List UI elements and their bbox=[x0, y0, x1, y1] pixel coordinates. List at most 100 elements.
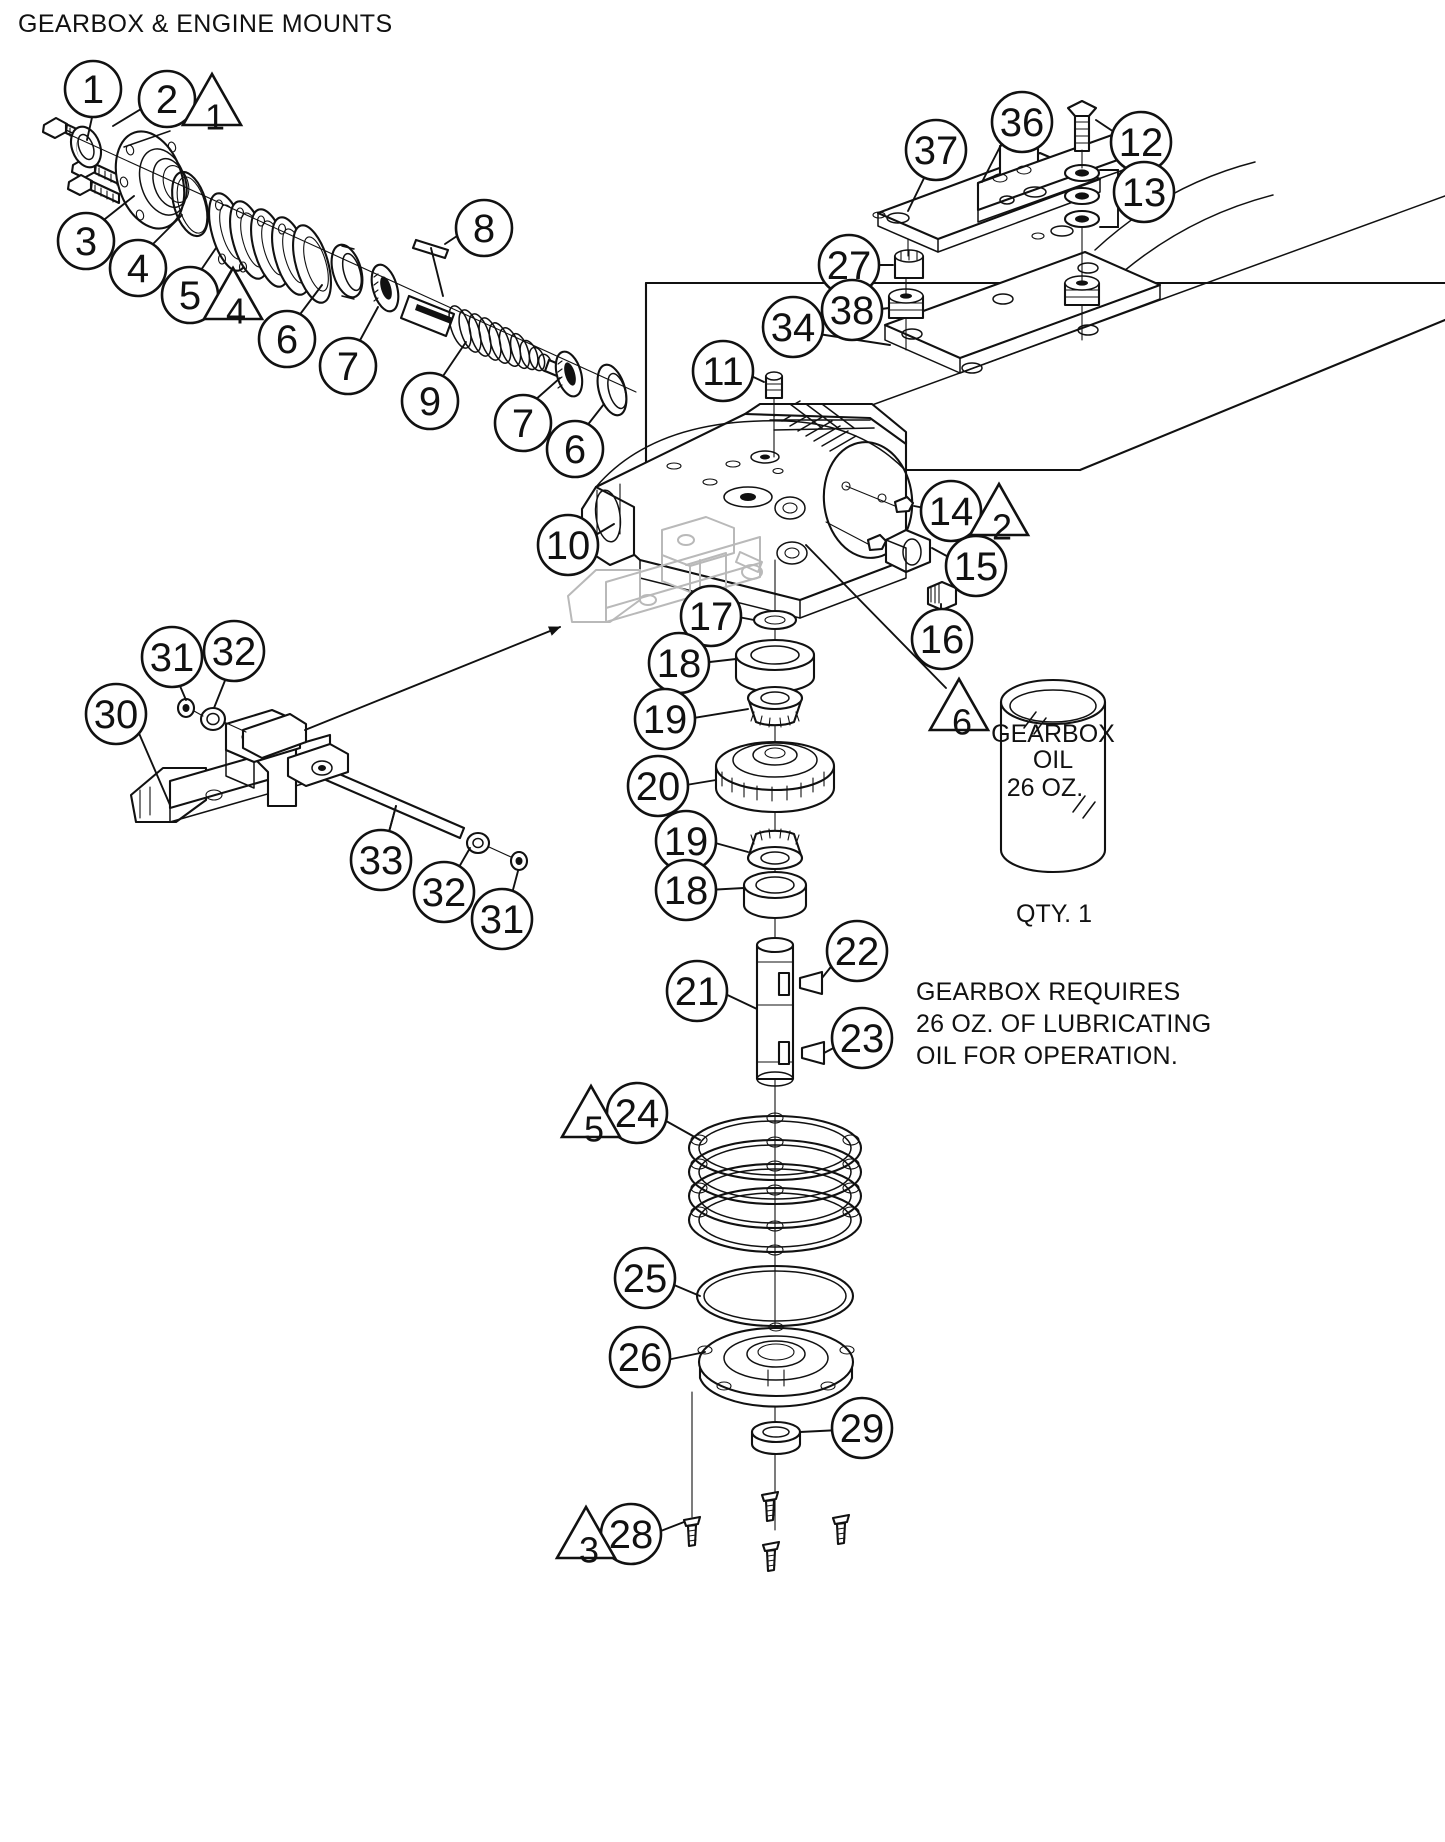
triangle-note-6[interactable]: 6 bbox=[927, 676, 991, 743]
callout-balloon-26[interactable]: 26 bbox=[608, 1325, 672, 1389]
balloon-circle bbox=[545, 419, 605, 479]
callout-balloon-9[interactable]: 9 bbox=[400, 371, 460, 431]
part-19-bearing-cone bbox=[746, 685, 804, 728]
part-38-grommet bbox=[887, 288, 925, 320]
output-shaft-stack bbox=[682, 559, 863, 1573]
balloon-circle bbox=[691, 339, 755, 403]
balloon-label: 29 bbox=[840, 1407, 885, 1451]
part-29-seal bbox=[750, 1420, 802, 1456]
callout-balloon-7[interactable]: 7 bbox=[493, 393, 553, 453]
callout-balloon-33[interactable]: 33 bbox=[349, 828, 413, 892]
balloon-circle bbox=[613, 1246, 677, 1310]
balloon-circle bbox=[349, 828, 413, 892]
balloon-circle bbox=[202, 619, 266, 683]
part-32-spacer bbox=[199, 706, 227, 732]
callout-balloon-4[interactable]: 4 bbox=[108, 238, 168, 298]
callout-balloon-11[interactable]: 11 bbox=[691, 339, 755, 403]
callout-balloon-28[interactable]: 28 bbox=[599, 1502, 663, 1566]
part-24-gasket-stack bbox=[687, 1112, 863, 1256]
callout-balloon-15[interactable]: 15 bbox=[944, 534, 1008, 598]
part-14-bolt bbox=[845, 485, 915, 514]
callout-balloon-32[interactable]: 32 bbox=[412, 860, 476, 924]
callout-balloon-37[interactable]: 37 bbox=[904, 118, 968, 182]
callout-balloon-10[interactable]: 10 bbox=[536, 513, 600, 577]
callout-balloon-21[interactable]: 21 bbox=[665, 959, 729, 1023]
callout-balloon-25[interactable]: 25 bbox=[613, 1246, 677, 1310]
balloon-label: 17 bbox=[689, 595, 734, 639]
callout-balloon-16[interactable]: 16 bbox=[910, 607, 974, 671]
triangle-note-4[interactable]: 4 bbox=[201, 265, 265, 332]
callout-balloon-6[interactable]: 6 bbox=[257, 309, 317, 369]
callout-balloon-34[interactable]: 34 bbox=[761, 295, 825, 359]
balloon-circle bbox=[904, 118, 968, 182]
oil-can-line2: OIL bbox=[1033, 746, 1073, 774]
callout-balloon-17[interactable]: 17 bbox=[679, 584, 743, 648]
part-18-bearing-cup bbox=[734, 638, 816, 694]
triangle-label: 6 bbox=[952, 702, 972, 743]
part-28-screw bbox=[761, 1540, 781, 1573]
callout-balloon-19[interactable]: 19 bbox=[633, 687, 697, 751]
part-23-key bbox=[800, 1040, 826, 1066]
callout-balloon-18[interactable]: 18 bbox=[654, 858, 718, 922]
triangle-outline bbox=[967, 481, 1031, 537]
callout-balloon-14[interactable]: 14 bbox=[919, 479, 983, 543]
balloon-label: 4 bbox=[127, 247, 149, 291]
part-4-oring bbox=[171, 170, 209, 238]
balloon-circle bbox=[608, 1325, 672, 1389]
callout-balloon-3[interactable]: 3 bbox=[56, 211, 116, 271]
triangle-note-5[interactable]: 5 bbox=[559, 1083, 623, 1150]
part-20-ring-gear bbox=[714, 740, 836, 814]
balloon-label: 38 bbox=[830, 289, 875, 333]
callout-balloon-7[interactable]: 7 bbox=[318, 336, 378, 396]
part-28-screw bbox=[682, 1391, 702, 1548]
callout-balloon-29[interactable]: 29 bbox=[830, 1396, 894, 1460]
part-6-bushing bbox=[330, 243, 364, 300]
disc bbox=[292, 224, 332, 304]
callout-balloon-2[interactable]: 2 bbox=[137, 69, 197, 129]
callout-balloon-22[interactable]: 22 bbox=[825, 919, 889, 983]
callout-balloon-36[interactable]: 36 bbox=[990, 90, 1054, 154]
part-15-fitting bbox=[884, 528, 932, 574]
callout-balloon-31[interactable]: 31 bbox=[470, 887, 534, 951]
hub-screw bbox=[66, 173, 121, 205]
balloon-circle bbox=[470, 887, 534, 951]
callout-balloon-32[interactable]: 32 bbox=[202, 619, 266, 683]
balloon-label: 20 bbox=[636, 765, 681, 809]
callout-balloon-38[interactable]: 38 bbox=[820, 278, 884, 342]
triangle-note-3[interactable]: 3 bbox=[554, 1504, 618, 1571]
triangle-note-2[interactable]: 2 bbox=[967, 481, 1031, 548]
callout-balloon-19[interactable]: 19 bbox=[654, 809, 718, 873]
callout-balloon-18[interactable]: 18 bbox=[647, 631, 711, 695]
balloon-label: 12 bbox=[1119, 121, 1164, 165]
part-5-disc-stack bbox=[208, 192, 332, 304]
part-8-roll-pin bbox=[411, 238, 450, 297]
part-28-screw bbox=[831, 1513, 851, 1546]
engine-mount-group bbox=[644, 99, 1445, 472]
callout-balloon-8[interactable]: 8 bbox=[454, 198, 514, 258]
triangle-note-1[interactable]: 1 bbox=[180, 71, 244, 138]
callout-balloon-13[interactable]: 13 bbox=[1112, 160, 1176, 224]
note-line-2: 26 OZ. OF LUBRICATING bbox=[916, 1010, 1212, 1038]
balloon-circle bbox=[318, 336, 378, 396]
callout-balloon-20[interactable]: 20 bbox=[626, 754, 690, 818]
callout-balloon-31[interactable]: 31 bbox=[140, 625, 204, 689]
part-7-washer bbox=[370, 263, 400, 313]
balloon-label: 5 bbox=[179, 274, 201, 318]
lever-arm bbox=[241, 712, 350, 788]
callout-balloon-12[interactable]: 12 bbox=[1109, 110, 1173, 174]
page-title: GEARBOX & ENGINE MOUNTS bbox=[18, 10, 393, 38]
part-11-plug bbox=[764, 371, 784, 458]
callout-balloon-5[interactable]: 5 bbox=[160, 265, 220, 325]
oil-can-line3: 26 OZ. bbox=[1007, 774, 1083, 802]
callout-balloon-30[interactable]: 30 bbox=[84, 682, 148, 746]
balloon-label: 7 bbox=[512, 402, 534, 446]
part-27-spacer bbox=[893, 249, 925, 280]
triangle-label: 5 bbox=[584, 1109, 604, 1150]
cooling-fins bbox=[743, 400, 908, 452]
balloon-circle bbox=[990, 90, 1054, 154]
callout-balloon-6[interactable]: 6 bbox=[545, 419, 605, 479]
callout-balloon-1[interactable]: 1 bbox=[63, 59, 123, 119]
callout-balloon-23[interactable]: 23 bbox=[830, 1006, 894, 1070]
balloon-label: 14 bbox=[929, 490, 974, 534]
